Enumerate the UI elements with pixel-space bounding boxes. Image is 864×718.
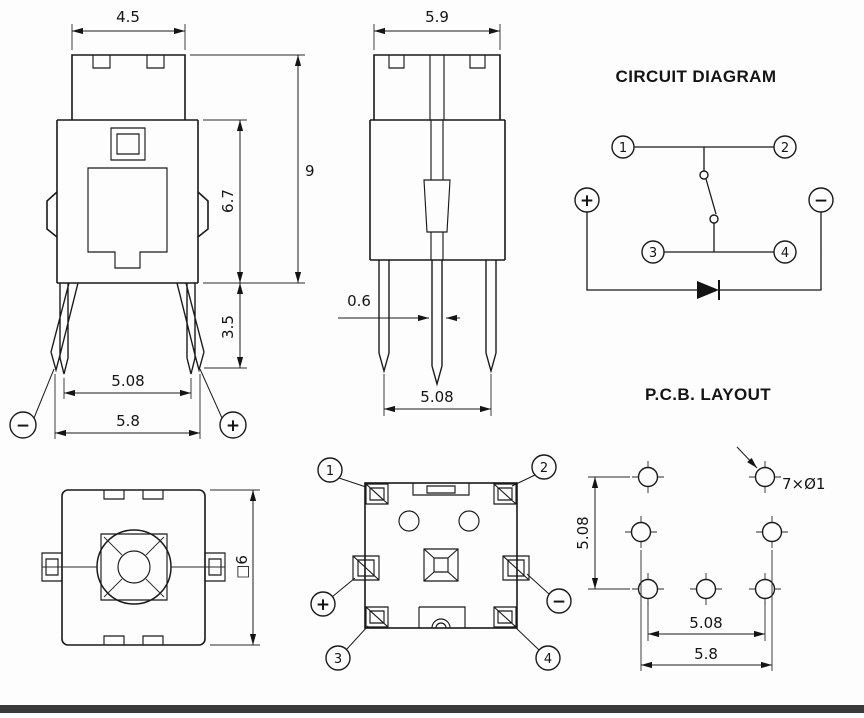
bottom-view-pos-icon bbox=[310, 591, 336, 617]
side-pins bbox=[378, 260, 497, 387]
bottom-view-neg-icon bbox=[546, 588, 572, 614]
pcb-layout-title: P.C.B. LAYOUT bbox=[645, 385, 771, 404]
front-body-details bbox=[87, 55, 168, 269]
front-dim-body-height: 6.7 bbox=[219, 189, 237, 213]
front-dim-leg-length: 3.5 bbox=[219, 315, 237, 339]
pcb-hole-3 bbox=[637, 578, 659, 600]
side-body-outline bbox=[369, 54, 506, 261]
footer-rule bbox=[0, 705, 864, 713]
front-pos-terminal-label: + bbox=[226, 416, 240, 436]
top-view-tabs bbox=[41, 490, 226, 645]
bottom-view-led-hole-right bbox=[458, 510, 480, 532]
bottom-view-neg-label: − bbox=[552, 592, 566, 612]
top-view-dim-square: □6 bbox=[233, 555, 251, 579]
bottom-view-led-hole-left bbox=[398, 510, 420, 532]
side-dim-pin-pitch: 5.08 bbox=[420, 388, 453, 406]
bottom-view-pin2-label: 2 bbox=[540, 461, 548, 476]
front-body-outline bbox=[46, 54, 209, 284]
circuit-led-diode-icon bbox=[697, 281, 719, 299]
top-view-body-outline bbox=[61, 489, 206, 646]
pcb-hole-note: 7×Ø1 bbox=[782, 475, 825, 493]
bottom-view-pin4-label: 4 bbox=[544, 652, 552, 667]
pcb-dim-led-pitch: 5.8 bbox=[694, 645, 718, 663]
pcb-layout: P.C.B. LAYOUT 7×Ø1 5.08 5.08 5.8 bbox=[574, 385, 825, 671]
bottom-view-pin3-icon bbox=[325, 645, 351, 671]
front-neg-leader-line bbox=[33, 368, 55, 419]
side-dim-cap-width: 5.9 bbox=[425, 8, 449, 26]
circuit-neg-terminal-icon bbox=[808, 187, 834, 213]
top-view-detail-lines bbox=[42, 536, 225, 598]
circuit-pin4-label: 4 bbox=[781, 246, 789, 261]
bottom-view-pin4-icon bbox=[535, 645, 561, 671]
bottom-view-pin1-label: 1 bbox=[326, 464, 334, 479]
bottom-view-body-outline bbox=[364, 482, 518, 629]
circuit-pin3-icon bbox=[641, 240, 665, 264]
pcb-hole-2 bbox=[754, 466, 776, 488]
front-extension-lines bbox=[54, 24, 305, 439]
top-view-center-square bbox=[100, 533, 168, 601]
bottom-view-pin3-label: 3 bbox=[334, 652, 342, 667]
top-view: □6 bbox=[41, 489, 260, 646]
front-view: 4.5 9 6.7 3.5 5.08 5.8 − + bbox=[9, 8, 315, 439]
front-neg-terminal-label: − bbox=[16, 416, 30, 436]
bottom-view-pin2-icon bbox=[531, 454, 557, 480]
front-pos-terminal-icon bbox=[219, 411, 247, 439]
front-dim-cap-width: 4.5 bbox=[116, 8, 140, 26]
bottom-view: 1 2 3 4 + − bbox=[310, 454, 572, 671]
circuit-diagram: CIRCUIT DIAGRAM 1 2 3 4 + − bbox=[574, 67, 834, 300]
side-extension-lines bbox=[373, 24, 501, 416]
bottom-view-inner-details bbox=[412, 483, 470, 629]
pcb-extension-lines bbox=[588, 476, 773, 671]
circuit-diagram-title: CIRCUIT DIAGRAM bbox=[616, 67, 777, 86]
pcb-hole-pos bbox=[630, 521, 652, 543]
pcb-hole-note-leader bbox=[736, 446, 758, 469]
front-pos-leader-line bbox=[199, 368, 223, 419]
bottom-view-pin1-icon bbox=[317, 457, 343, 483]
front-dim-outer-pitch: 5.8 bbox=[116, 412, 140, 430]
front-dim-total-height: 9 bbox=[305, 162, 315, 180]
pcb-hole-1 bbox=[637, 466, 659, 488]
circuit-pos-terminal-icon bbox=[574, 187, 600, 213]
pcb-hole-center bbox=[695, 578, 717, 600]
pcb-dim-row-pitch: 5.08 bbox=[574, 516, 592, 549]
circuit-contact-dot-upper bbox=[699, 170, 709, 180]
front-leads bbox=[50, 282, 205, 375]
bottom-view-pads bbox=[352, 483, 530, 628]
side-dim-pin-width: 0.6 bbox=[347, 292, 371, 310]
bottom-view-pos-label: + bbox=[316, 595, 330, 615]
pcb-hole-4 bbox=[754, 578, 776, 600]
circuit-pin1-label: 1 bbox=[619, 141, 627, 156]
pcb-dim-col-pitch: 5.08 bbox=[689, 614, 722, 632]
circuit-wires bbox=[586, 146, 822, 291]
circuit-neg-terminal-label: − bbox=[814, 191, 828, 211]
circuit-pin4-icon bbox=[773, 240, 797, 264]
circuit-pin2-label: 2 bbox=[781, 141, 789, 156]
circuit-pin2-icon bbox=[773, 135, 797, 159]
side-view: 5.9 0.6 5.08 bbox=[338, 8, 506, 416]
bottom-view-leader-lines bbox=[331, 474, 550, 651]
circuit-pin3-label: 3 bbox=[649, 246, 657, 261]
circuit-contact-dot-lower bbox=[709, 214, 719, 224]
front-dim-inner-pitch: 5.08 bbox=[111, 372, 144, 390]
circuit-pin1-icon bbox=[611, 135, 635, 159]
pcb-hole-neg bbox=[761, 521, 783, 543]
front-neg-terminal-icon bbox=[9, 411, 37, 439]
circuit-pos-terminal-label: + bbox=[580, 191, 594, 211]
top-view-plunger bbox=[117, 550, 151, 584]
side-led-housing bbox=[423, 179, 451, 233]
side-body-details bbox=[388, 55, 486, 260]
